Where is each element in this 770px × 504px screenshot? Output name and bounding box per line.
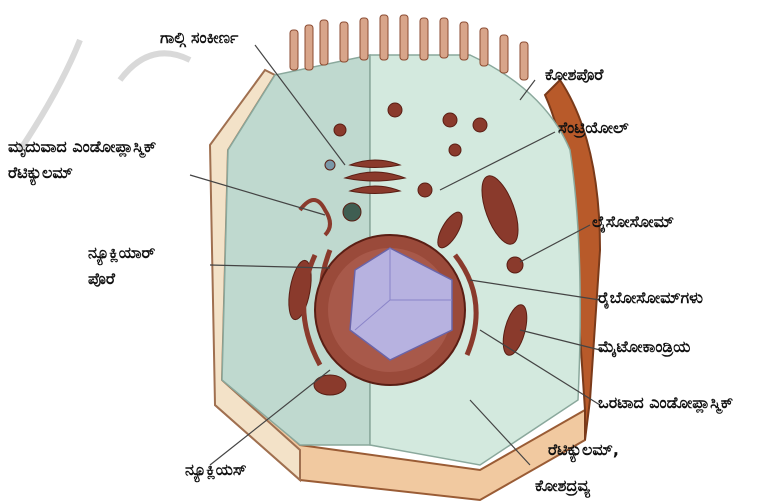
label-nucleus: ನ್ಯೂಕ್ಲಿಯಸ್ xyxy=(185,460,247,480)
label-lysosome: ಲೈಸೋಸೋಮ್ xyxy=(592,212,674,232)
label-rough-er-line2: ರೆಟಿಕ್ಯುಲಮ್, xyxy=(548,440,619,460)
label-rough-er-line2-wrap: ರೆಟಿಕ್ಯುಲಮ್, xyxy=(548,440,619,460)
label-cytoplasm: ಕೋಶದ್ರವ್ಯ xyxy=(535,476,590,496)
label-centriole: ಸೆಂಟ್ರಿಯೋಲ್ xyxy=(558,118,629,138)
smooth-er-vesicle xyxy=(343,203,361,221)
label-smooth-er-line1: ಮೃದುವಾದ ಎಂಡೋಪ್ಲಾಸ್ಮಿಕ್ xyxy=(8,137,156,157)
label-smooth-er-line2: ರೆಟಿಕ್ಯುಲಮ್ xyxy=(8,163,156,183)
label-cell-membrane: ಕೋಶಪೊರೆ xyxy=(545,65,603,85)
label-nuclear-membrane-line2: ಪೊರೆ xyxy=(88,269,155,289)
label-nuclear-membrane-line1: ನ್ಯೂಕ್ಲಿಯಾರ್ xyxy=(88,243,155,263)
centriole xyxy=(418,183,432,197)
label-smooth-er: ಮೃದುವಾದ ಎಂಡೋಪ್ಲಾಸ್ಮಿಕ್ ರೆಟಿಕ್ಯುಲಮ್ xyxy=(8,137,156,183)
label-mitochondria: ಮೈಟೋಕಾಂಡ್ರಿಯ xyxy=(598,337,690,357)
label-ribosomes: ರೈಬೋಸೋಮ್‌ಗಳು xyxy=(598,288,703,308)
nucleus xyxy=(315,235,465,385)
watermark-stroke xyxy=(20,40,190,150)
label-golgi-complex: ಗಾಲ್ಗಿ ಸಂಕೀರ್ಣ xyxy=(160,28,238,48)
lysosome xyxy=(507,257,523,273)
label-rough-er-line1: ಒರಟಾದ ಎಂಡೋಪ್ಲಾಸ್ಮಿಕ್ xyxy=(598,393,733,413)
label-nuclear-membrane: ನ್ಯೂಕ್ಲಿಯಾರ್ ಪೊರೆ xyxy=(88,243,155,289)
label-rough-er: ಒರಟಾದ ಎಂಡೋಪ್ಲಾಸ್ಮಿಕ್ xyxy=(598,393,733,413)
